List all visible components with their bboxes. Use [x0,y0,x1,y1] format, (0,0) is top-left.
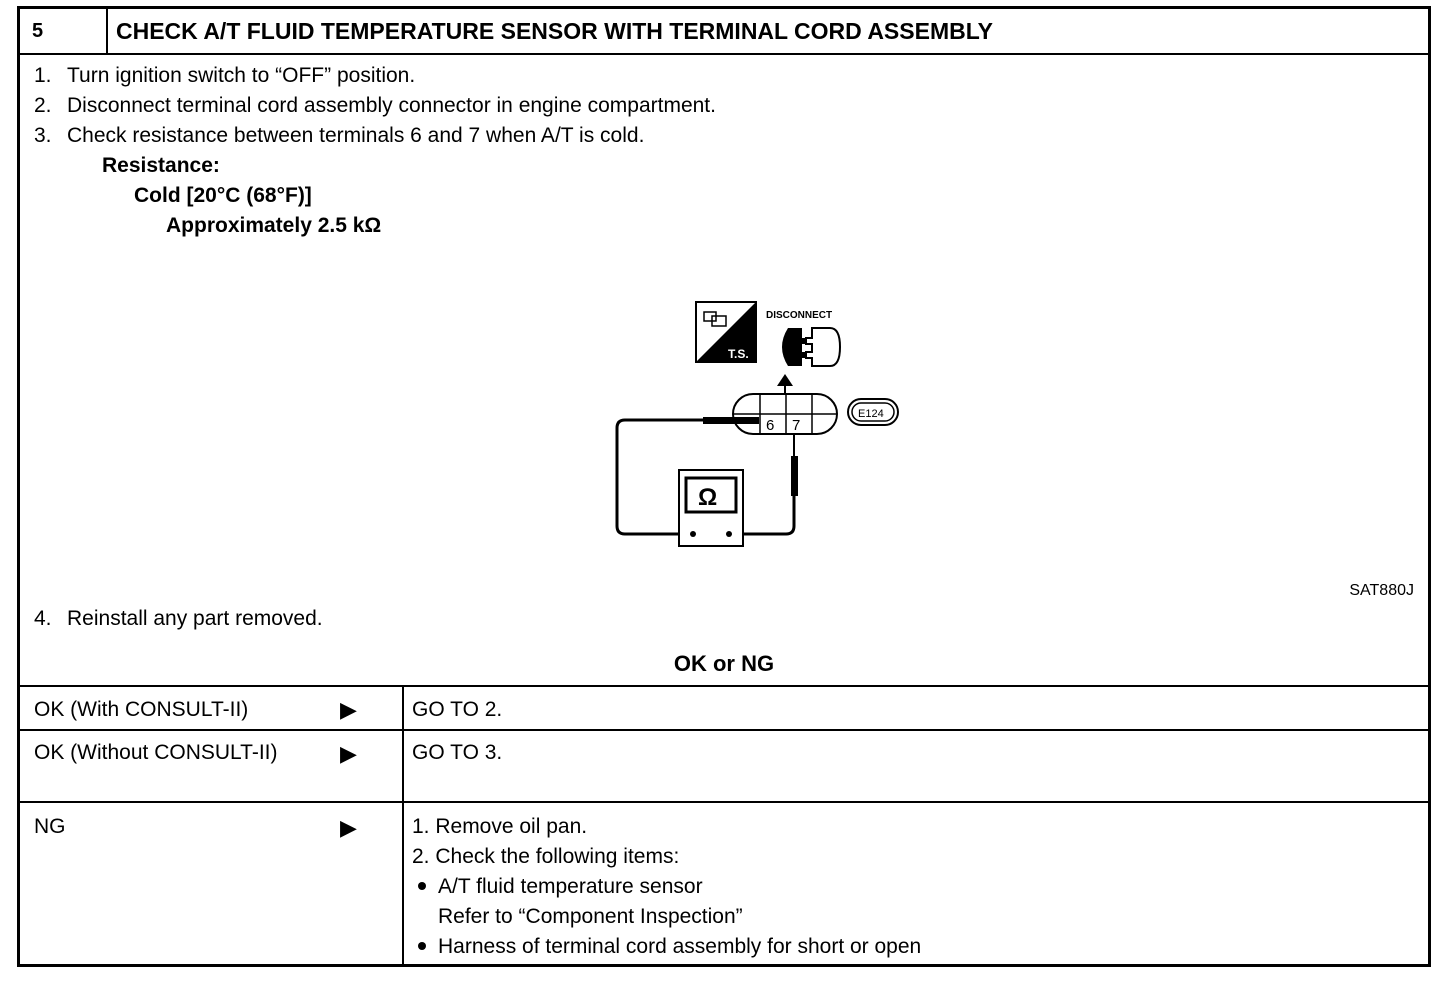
bullet-icon [418,881,426,890]
step-num: 4. [34,607,52,630]
row-divider [20,729,1428,731]
ohmmeter: Ω [678,469,744,547]
step-title: CHECK A/T FLUID TEMPERATURE SENSOR WITH … [116,18,993,44]
spec-value: Approximately 2.5 kΩ [166,214,382,237]
step-text: Reinstall any part removed. [67,607,323,630]
terminal-7-label: 7 [792,417,800,434]
result-action-go-to-2: GO TO 2. [412,698,503,721]
result-heading: OK or NG [673,651,775,676]
row-divider [20,685,1428,687]
arrow-icon: ▶ [340,815,357,840]
spec-label: Resistance: [102,154,220,177]
step-num: 2. [34,94,52,117]
step-text: Disconnect terminal cord assembly connec… [67,94,716,117]
procedure-step-4: 4. Reinstall any part removed. [34,607,323,631]
step-number: 5 [20,9,108,53]
ng-item-2-text: Harness of terminal cord assembly for sh… [438,935,922,958]
terminal-6-label: 6 [766,417,774,434]
step-text: Check resistance between terminals 6 and… [67,124,645,147]
figure-id: SAT880J [1349,582,1414,599]
ng-item-1: A/T fluid temperature sensor [412,872,921,902]
bullet-icon [418,941,426,950]
connector-e124: 6 7 [732,393,838,435]
step-text: Turn ignition switch to “OFF” position. [67,64,416,87]
arrow-icon: ▶ [340,741,357,766]
row-divider [20,801,1428,803]
step-num: 3. [34,124,52,147]
ts-label: T.S. [728,347,749,361]
step-num: 1. [34,64,52,87]
column-divider [402,685,404,967]
disconnect-label: DISCONNECT [766,310,832,321]
ng-item-1-sub: Refer to “Component Inspection” [438,905,743,928]
connector-id-badge: E124 [847,398,899,426]
ng-item-1-text: A/T fluid temperature sensor [438,875,703,898]
ng-item-2: Harness of terminal cord assembly for sh… [412,932,921,962]
result-condition-ng: NG [34,815,66,838]
ts-icon: T.S. [695,301,757,363]
spec-condition: Cold [20°C (68°F)] [134,184,312,207]
resistance-check-diagram: T.S. DISCONNECT 6 7 E124 [615,301,899,547]
result-condition-ok-consult: OK (With CONSULT-II) [34,698,249,721]
result-action-ng: 1. Remove oil pan. 2. Check the followin… [412,812,921,962]
table-header: 5 CHECK A/T FLUID TEMPERATURE SENSOR WIT… [20,9,1428,55]
inspection-table: 5 CHECK A/T FLUID TEMPERATURE SENSOR WIT… [17,6,1431,967]
ohm-symbol: Ω [698,484,717,511]
result-condition-ok-no-consult: OK (Without CONSULT-II) [34,741,278,764]
ng-action-1: 1. Remove oil pan. [412,815,588,838]
procedure-step-2: 2. Disconnect terminal cord assembly conn… [34,94,716,118]
procedure-step-1: 1. Turn ignition switch to “OFF” position… [34,64,415,88]
ng-action-2: 2. Check the following items: [412,845,680,868]
arrow-icon: ▶ [340,697,357,722]
result-action-go-to-3: GO TO 3. [412,741,503,764]
procedure-step-3: 3. Check resistance between terminals 6 a… [34,124,644,148]
connector-id: E124 [858,408,884,420]
disconnect-icon: DISCONNECT [766,310,842,367]
